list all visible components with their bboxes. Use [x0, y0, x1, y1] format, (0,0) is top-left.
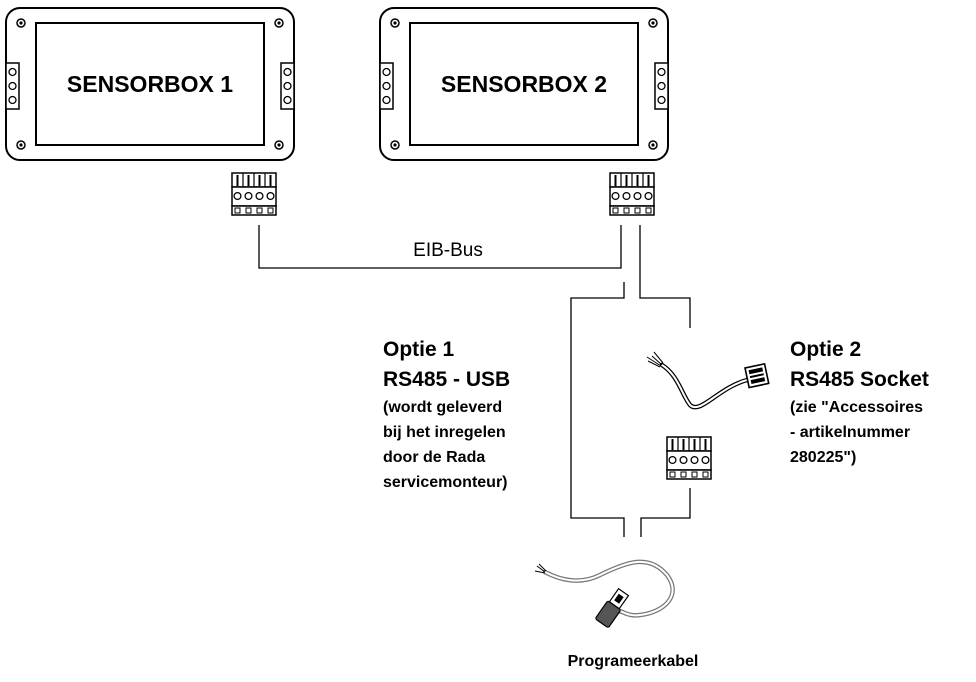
option-1-text: Optie 1 RS485 - USB (wordt geleverd bij …	[383, 338, 510, 491]
sensorbox-1-label: SENSORBOX 1	[67, 71, 233, 97]
option-1-title: Optie 1	[383, 338, 455, 361]
terminal-block-option-2	[666, 436, 712, 480]
option-1-note-line: door de Rada	[383, 449, 485, 466]
option-1-subtitle: RS485 - USB	[383, 368, 510, 391]
option-1-note-line: (wordt geleverd	[383, 399, 502, 416]
rs485-socket-cable	[646, 351, 770, 410]
option-2-note-line: - artikelnummer	[790, 424, 910, 441]
option-2-title: Optie 2	[790, 338, 861, 361]
option-2-note-line: 280225")	[790, 449, 856, 466]
option-1-note-line: servicemonteur)	[383, 474, 508, 491]
eib-bus-wire	[258, 225, 622, 269]
sensorbox-2: SENSORBOX 2	[379, 7, 669, 161]
option-wiring	[570, 225, 691, 537]
sensorbox-2-label: SENSORBOX 2	[441, 71, 607, 97]
option-2-subtitle: RS485 Socket	[790, 368, 929, 391]
eib-bus-label: EIB-Bus	[413, 240, 483, 261]
terminal-block-sensorbox-1	[231, 172, 277, 216]
rs485-socket-connector-icon	[744, 362, 770, 389]
option-1-note-line: bij het inregelen	[383, 424, 506, 441]
usb-programming-cable	[534, 559, 675, 628]
cable-caption: Programeerkabel	[568, 653, 699, 670]
option-2-note-line: (zie "Accessoires	[790, 399, 923, 416]
terminal-block-sensorbox-2	[609, 172, 655, 216]
option-2-text: Optie 2 RS485 Socket (zie "Accessoires -…	[790, 338, 929, 466]
sensorbox-1: SENSORBOX 1	[5, 7, 295, 161]
usb-connector-icon	[595, 587, 630, 628]
